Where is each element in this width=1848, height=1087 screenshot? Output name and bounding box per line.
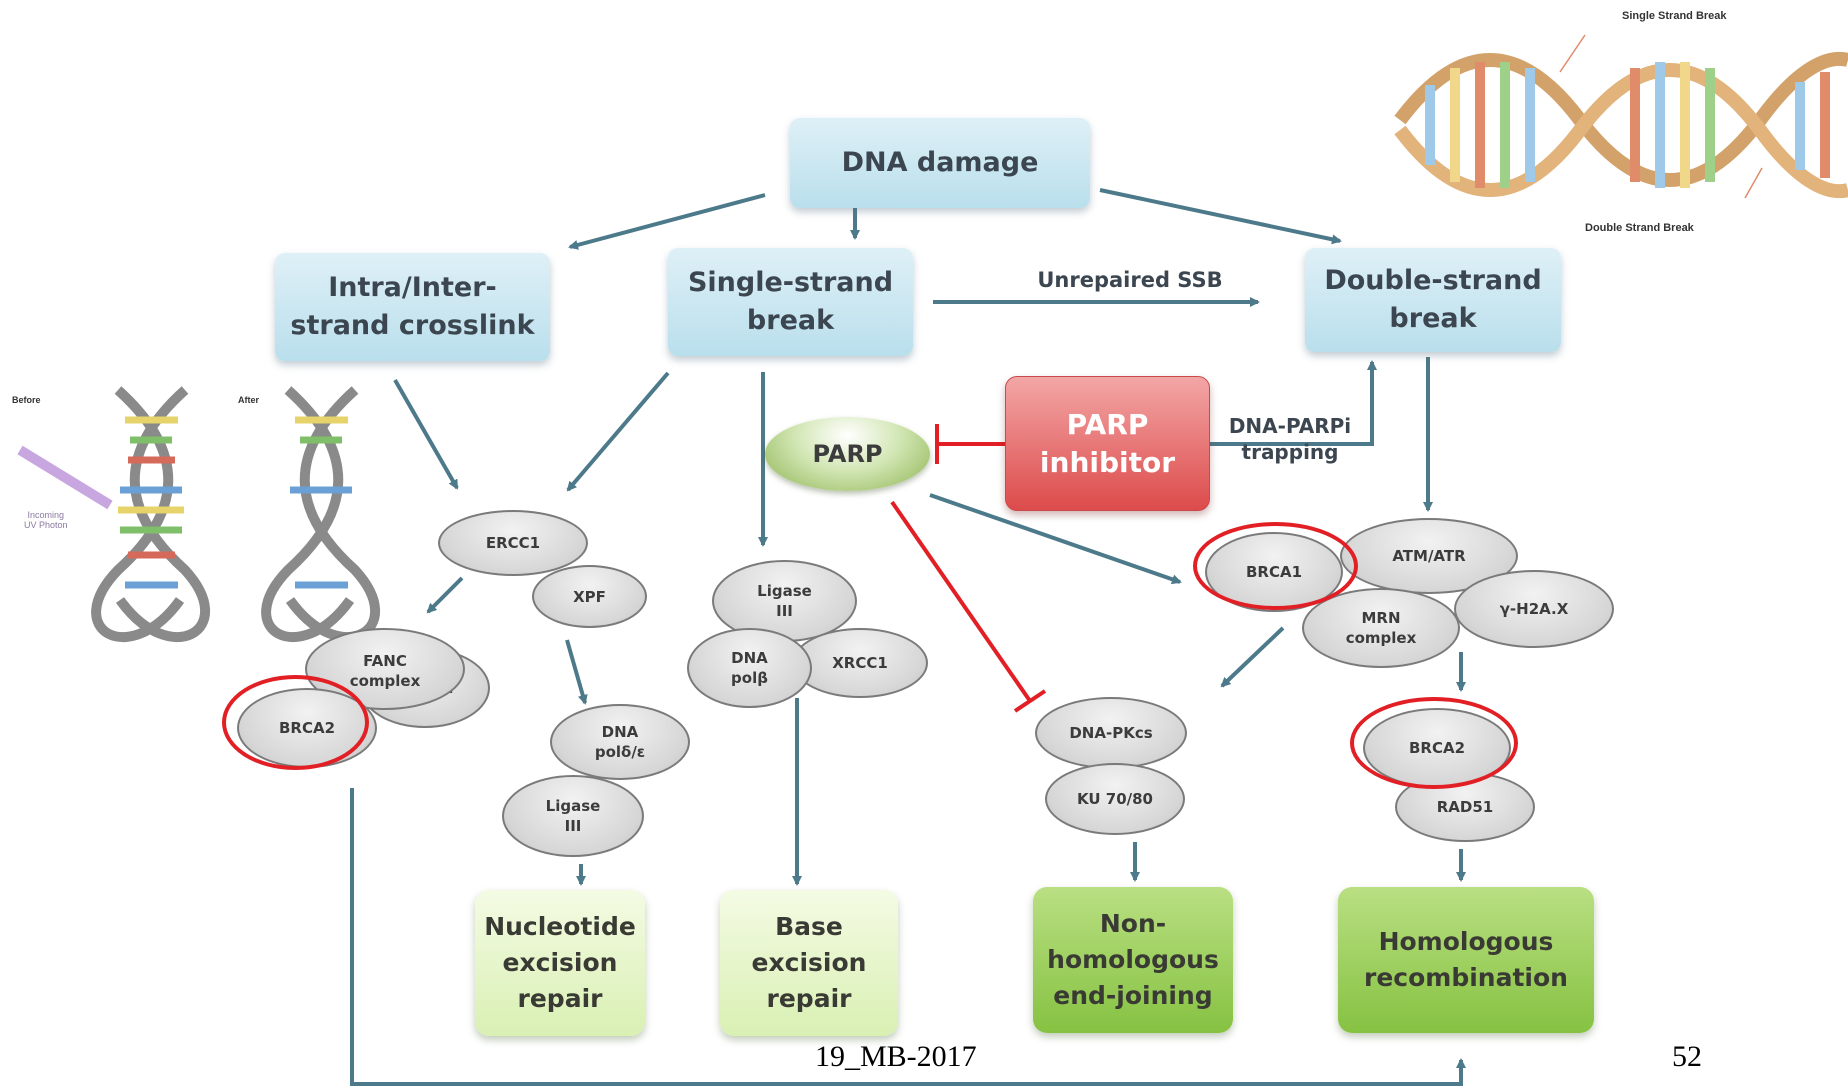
node-ku-70-80: KU 70/80 (1045, 763, 1185, 835)
node-gamma-h2ax: γ-H2A.X (1454, 570, 1614, 648)
inset-ssb-label: Single Strand Break (1622, 10, 1727, 22)
after-label: After (238, 395, 260, 405)
node-xrcc1: XRCC1 (792, 628, 928, 698)
node-parp: PARP (765, 417, 930, 491)
arrow-mrn-to-dnapkcs (1220, 626, 1285, 688)
node-xpf: XPF (532, 565, 647, 628)
node-mrn-complex: MRN complex (1302, 588, 1460, 668)
outcome-base-excision-repair: Base excision repair (720, 890, 898, 1036)
node-dna-pol-delta-epsilon: DNA polδ/ε (550, 704, 690, 780)
footer-page-number: 52 (1672, 1040, 1702, 1073)
arrow-damage-to-dsb (1099, 188, 1342, 245)
inhibit-parp-to-nhej (890, 500, 1032, 703)
node-dna-damage: DNA damage (790, 118, 1090, 208)
arrow-crosslink-to-ercc1 (393, 379, 459, 490)
node-atm-atr: ATM/ATR (1340, 518, 1518, 594)
node-dna-pol-beta: DNA polβ (687, 628, 812, 708)
arrow-damage-to-crosslink (568, 193, 766, 250)
dna-before-after-inset (17, 386, 381, 643)
node-parp-inhibitor: PARP inhibitor (1005, 376, 1210, 511)
before-label: Before (12, 395, 41, 405)
outcome-nucleotide-excision-repair: Nucleotide excision repair (475, 890, 645, 1036)
node-ercc1: ERCC1 (438, 510, 588, 576)
edge-label-dna-parpi-trapping: DNA-PARPi trapping (1228, 414, 1352, 464)
edge-label-unrepaired-ssb: Unrepaired SSB (1037, 268, 1223, 292)
uv-photon-label: Incoming UV Photon (24, 510, 68, 530)
arrow-ssb-to-ercc1 (566, 371, 670, 492)
footer-course-code: 19_MB-2017 (815, 1040, 977, 1073)
highlight-ring-brca1 (1193, 522, 1358, 610)
node-ligase-iii-left: Ligase III (502, 775, 644, 857)
arrow-xpf-to-dnapol (565, 639, 588, 705)
arrow-parpi-to-dsb (1210, 360, 1377, 446)
arrow-parp-to-brca1 (929, 493, 1182, 585)
node-single-strand-break: Single-strand break (668, 248, 913, 356)
node-double-strand-break: Double-strand break (1305, 248, 1561, 352)
node-dna-pkcs: DNA-PKcs (1035, 697, 1187, 769)
dna-helix-inset (1394, 34, 1848, 199)
outcome-homologous-recombination: Homologous recombination (1338, 887, 1594, 1033)
arrow-brca2-to-hr (350, 788, 1466, 1086)
arrow-ercc1-to-fanc (426, 576, 464, 614)
node-intra-inter-crosslink: Intra/Inter- strand crosslink (275, 253, 550, 361)
highlight-ring-brca2-left (222, 675, 369, 770)
outcome-non-homologous-end-joining: Non- homologous end-joining (1033, 887, 1233, 1033)
inhibit-parp-to-nhej-bar (1013, 689, 1047, 713)
highlight-ring-brca2-right (1350, 697, 1518, 789)
inset-dsb-label: Double Strand Break (1585, 222, 1694, 234)
